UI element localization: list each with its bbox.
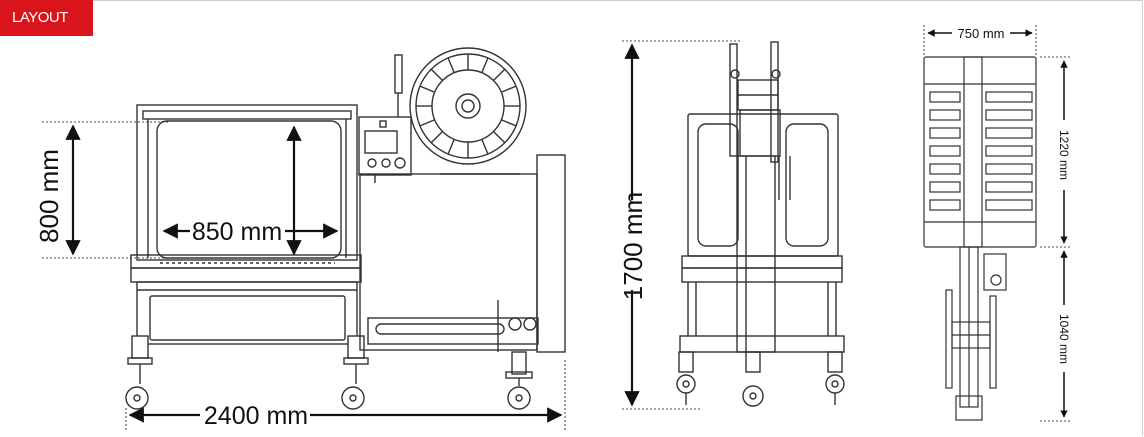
- front-wheel-mid: [341, 386, 365, 410]
- top-upper-length-label: 1220 mm: [1057, 130, 1071, 180]
- side-wheel-left: [676, 374, 696, 394]
- side-center-column: [736, 155, 776, 353]
- front-inner-width-label: 850 mm: [192, 218, 282, 246]
- top-lower-length-label: 1040 mm: [1057, 314, 1071, 364]
- front-wheel-right: [507, 386, 531, 410]
- side-dimensions: [622, 40, 740, 410]
- strap-reel: [409, 47, 527, 165]
- front-wheel-left: [125, 386, 149, 410]
- front-tunnel-frame: [136, 104, 358, 261]
- front-dimensions: [42, 121, 566, 432]
- side-view: [676, 41, 845, 407]
- front-table-top: [130, 254, 362, 269]
- front-view: [125, 47, 566, 410]
- control-panel: [358, 116, 412, 176]
- machine-side-cover: [536, 154, 566, 353]
- top-dimensions: [923, 25, 1072, 422]
- side-cabinet: [687, 113, 839, 257]
- layout-badge: LAYOUT: [0, 0, 93, 36]
- front-lower-cabinet: [136, 281, 358, 345]
- signal-tower: [394, 54, 403, 94]
- top-view: [923, 56, 1037, 421]
- side-wheel-center: [742, 385, 764, 407]
- front-arch: [156, 120, 342, 259]
- top-foot: [955, 395, 983, 421]
- side-height-label: 1700 mm: [618, 192, 648, 300]
- front-height-label: 800 mm: [34, 149, 64, 243]
- side-wheel-right: [825, 374, 845, 394]
- side-table: [681, 255, 843, 269]
- top-main-body: [923, 56, 1037, 248]
- front-tunnel-top-rail: [142, 110, 352, 120]
- top-width-label: 750 mm: [958, 26, 1005, 41]
- front-total-width-label: 2400 mm: [204, 402, 308, 430]
